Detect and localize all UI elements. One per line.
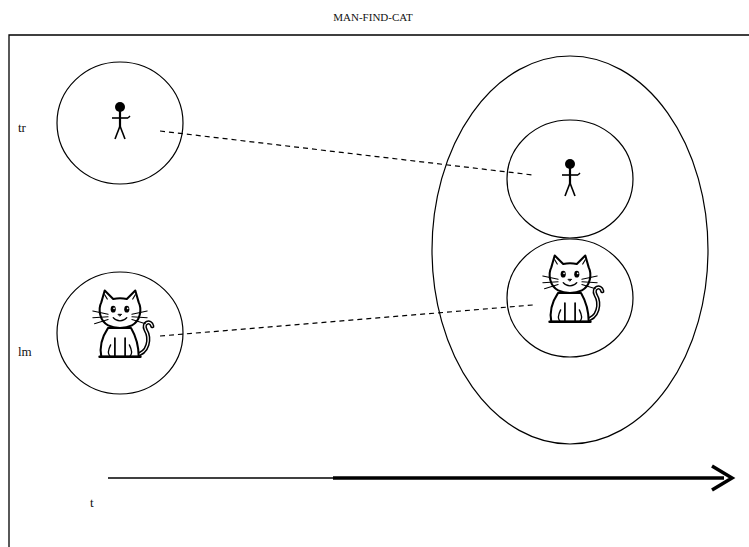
cat-figure xyxy=(93,291,153,357)
time-axis xyxy=(108,477,333,479)
entity-circle xyxy=(57,272,183,394)
diagram-title: MAN-FIND-CAT xyxy=(333,11,412,23)
entity-circle xyxy=(507,120,633,238)
frame xyxy=(9,35,749,547)
trajector-label: tr xyxy=(18,121,26,135)
entity-circle xyxy=(57,62,183,184)
man-figure xyxy=(562,159,580,196)
landmark-label: lm xyxy=(18,345,32,359)
correspondence-line xyxy=(160,131,533,175)
entity-circle xyxy=(507,239,633,357)
arrowhead xyxy=(712,466,732,490)
cat-figure xyxy=(543,256,603,322)
time-axis-profile xyxy=(333,476,724,480)
man-figure xyxy=(112,102,130,139)
relation-ellipse xyxy=(432,56,708,444)
time-label: t xyxy=(90,496,94,510)
correspondence-line xyxy=(160,305,533,336)
